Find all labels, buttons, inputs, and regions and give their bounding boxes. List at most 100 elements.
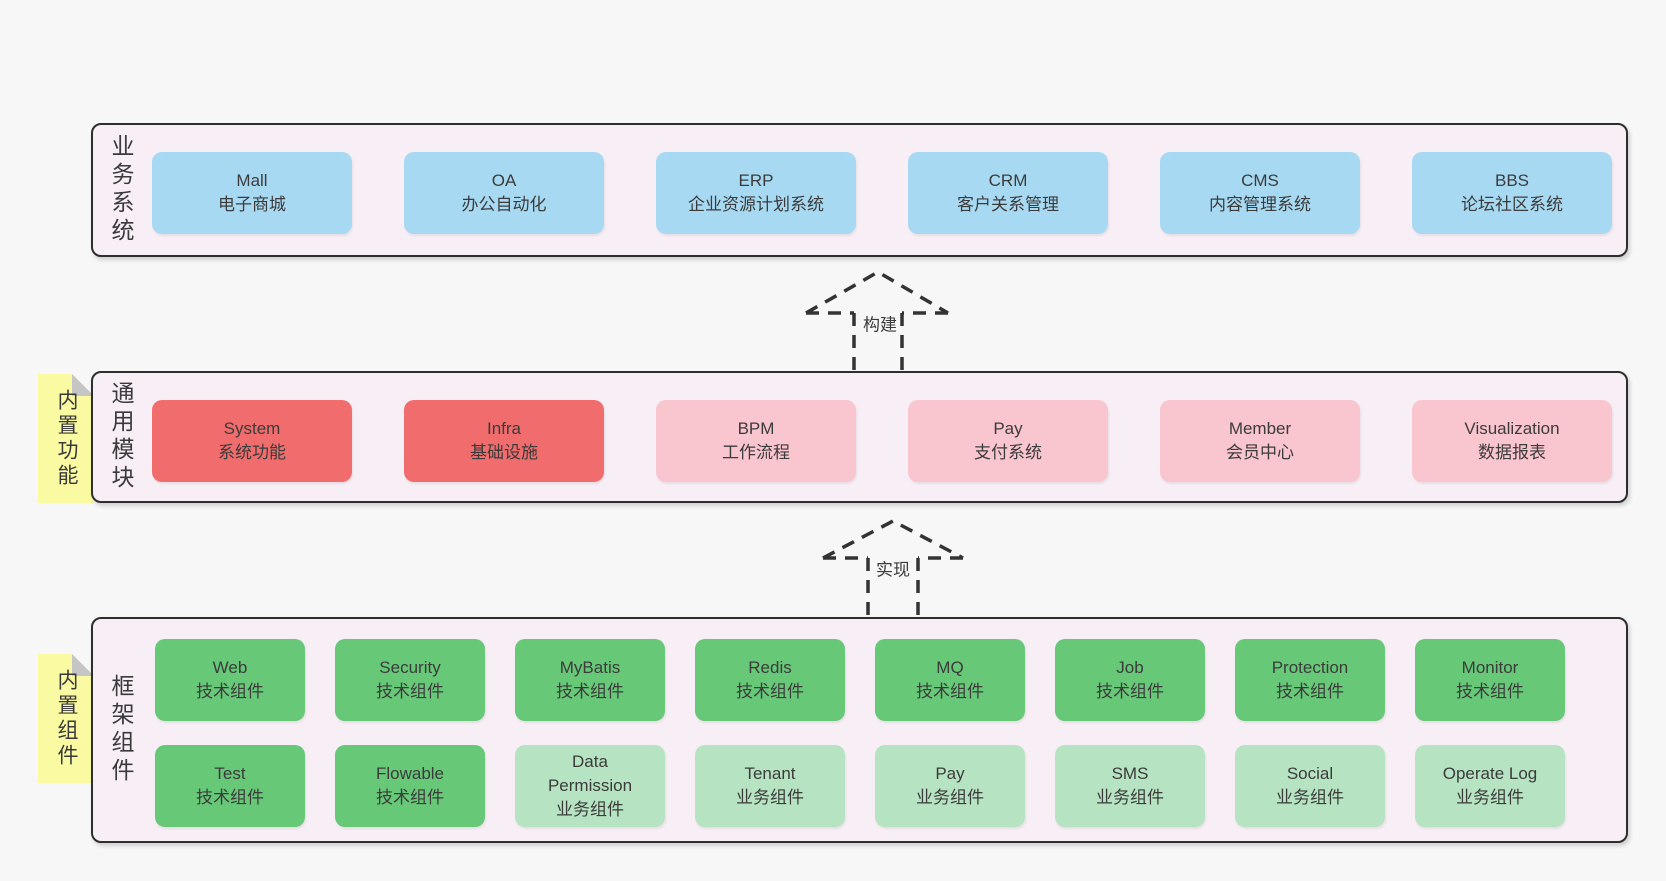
box-system: System 系统功能: [152, 400, 352, 482]
box-oa: OA 办公自动化: [404, 152, 604, 234]
box-desc: 业务组件: [1096, 788, 1164, 807]
box-desc: 基础设施: [470, 443, 538, 462]
box-desc: 技术组件: [1276, 682, 1344, 701]
box-web: Web 技术组件: [155, 639, 305, 721]
box-name: CMS: [1241, 170, 1279, 190]
box-desc: 技术组件: [1456, 682, 1524, 701]
sticky-label: 内置组件: [55, 668, 78, 769]
box-desc: 办公自动化: [461, 195, 547, 214]
arrow-implement-label: 实现: [874, 554, 912, 582]
box-name: Pay: [935, 763, 965, 783]
box-pay-module: Pay 支付系统: [908, 400, 1108, 482]
box-mall: Mall 电子商城: [152, 152, 352, 234]
section-common-modules: 通用模块 System 系统功能 Infra 基础设施 BPM 工作流程 Pay…: [91, 371, 1628, 503]
box-name: MyBatis: [559, 657, 621, 677]
box-desc: 技术组件: [376, 682, 444, 701]
box-name: Security: [379, 657, 441, 677]
sticky-note-built-in-features: 内置功能: [38, 374, 94, 503]
box-name: Member: [1228, 418, 1292, 438]
box-name: Flowable: [375, 763, 445, 783]
box-desc: 技术组件: [916, 682, 984, 701]
box-desc: 会员中心: [1226, 443, 1294, 462]
sticky-label: 内置功能: [55, 388, 78, 489]
section-label-business: 业务系统: [108, 134, 134, 246]
box-desc: 业务组件: [916, 788, 984, 807]
box-operate-log: Operate Log 业务组件: [1415, 745, 1565, 827]
arrow-build: 构建: [800, 266, 956, 372]
box-desc: 系统功能: [218, 443, 286, 462]
box-pay-component: Pay 业务组件: [875, 745, 1025, 827]
box-desc: 技术组件: [736, 682, 804, 701]
box-name: CRM: [988, 170, 1028, 190]
box-name: Tenant: [744, 763, 796, 783]
box-desc: 技术组件: [196, 682, 264, 701]
box-erp: ERP 企业资源计划系统: [656, 152, 856, 234]
box-name: MQ: [936, 657, 964, 677]
box-name: Infra: [486, 418, 522, 438]
box-desc: 业务组件: [1456, 788, 1524, 807]
box-bbs: BBS 论坛社区系统: [1412, 152, 1612, 234]
box-desc: 论坛社区系统: [1461, 195, 1563, 214]
box-mybatis: MyBatis 技术组件: [515, 639, 665, 721]
box-name: BPM: [737, 418, 775, 438]
box-visualization: Visualization 数据报表: [1412, 400, 1612, 482]
box-name: Data Permission: [547, 751, 633, 795]
box-name: Monitor: [1461, 657, 1519, 677]
box-desc: 业务组件: [556, 800, 624, 820]
box-desc: 业务组件: [736, 788, 804, 807]
box-desc: 企业资源计划系统: [688, 195, 824, 214]
box-monitor: Monitor 技术组件: [1415, 639, 1565, 721]
box-desc: 业务组件: [1276, 788, 1344, 807]
up-arrow-icon: [805, 269, 949, 372]
box-data-permission: Data Permission 业务组件: [515, 745, 665, 827]
box-job: Job 技术组件: [1055, 639, 1205, 721]
framework-box-row-2: Test 技术组件 Flowable 技术组件 Data Permission …: [155, 745, 1565, 827]
box-name: System: [223, 418, 281, 438]
box-desc: 内容管理系统: [1209, 195, 1311, 214]
box-flowable: Flowable 技术组件: [335, 745, 485, 827]
box-bpm: BPM 工作流程: [656, 400, 856, 482]
box-cms: CMS 内容管理系统: [1160, 152, 1360, 234]
box-name: Redis: [748, 657, 792, 677]
box-redis: Redis 技术组件: [695, 639, 845, 721]
box-name: Mall: [236, 170, 268, 190]
box-sms: SMS 业务组件: [1055, 745, 1205, 827]
box-desc: 数据报表: [1478, 443, 1546, 462]
box-member: Member 会员中心: [1160, 400, 1360, 482]
box-name: Pay: [993, 418, 1023, 438]
box-desc: 工作流程: [722, 443, 790, 462]
box-name: Social: [1286, 763, 1334, 783]
box-desc: 客户关系管理: [957, 195, 1059, 214]
box-name: BBS: [1494, 170, 1530, 190]
arrow-implement: 实现: [817, 515, 969, 617]
up-arrow-icon: [822, 519, 964, 617]
box-protection: Protection 技术组件: [1235, 639, 1385, 721]
box-desc: 支付系统: [974, 443, 1042, 462]
box-tenant: Tenant 业务组件: [695, 745, 845, 827]
sticky-note-built-in-components: 内置组件: [38, 654, 94, 783]
box-name: Job: [1116, 657, 1144, 677]
box-name: OA: [491, 170, 517, 190]
box-security: Security 技术组件: [335, 639, 485, 721]
box-infra: Infra 基础设施: [404, 400, 604, 482]
business-box-row: Mall 电子商城 OA 办公自动化 ERP 企业资源计划系统 CRM 客户关系…: [152, 152, 1612, 234]
section-label-modules: 通用模块: [108, 381, 134, 493]
box-name: Test: [214, 763, 246, 783]
box-desc: 技术组件: [556, 682, 624, 701]
arrow-build-label: 构建: [861, 309, 899, 337]
section-framework-components: 框架组件 Web 技术组件 Security 技术组件 MyBatis 技术组件…: [91, 617, 1628, 843]
modules-box-row: System 系统功能 Infra 基础设施 BPM 工作流程 Pay 支付系统…: [152, 400, 1612, 482]
box-desc: 技术组件: [196, 788, 264, 807]
box-desc: 技术组件: [376, 788, 444, 807]
box-name: Protection: [1271, 657, 1349, 677]
box-name: Web: [212, 657, 248, 677]
box-name: ERP: [738, 170, 774, 190]
section-label-framework: 框架组件: [108, 674, 134, 786]
box-crm: CRM 客户关系管理: [908, 152, 1108, 234]
section-business-systems: 业务系统 Mall 电子商城 OA 办公自动化 ERP 企业资源计划系统 CRM…: [91, 123, 1628, 257]
box-name: SMS: [1111, 763, 1149, 783]
framework-box-row-1: Web 技术组件 Security 技术组件 MyBatis 技术组件 Redi…: [155, 639, 1565, 721]
box-desc: 电子商城: [218, 195, 286, 214]
box-test: Test 技术组件: [155, 745, 305, 827]
